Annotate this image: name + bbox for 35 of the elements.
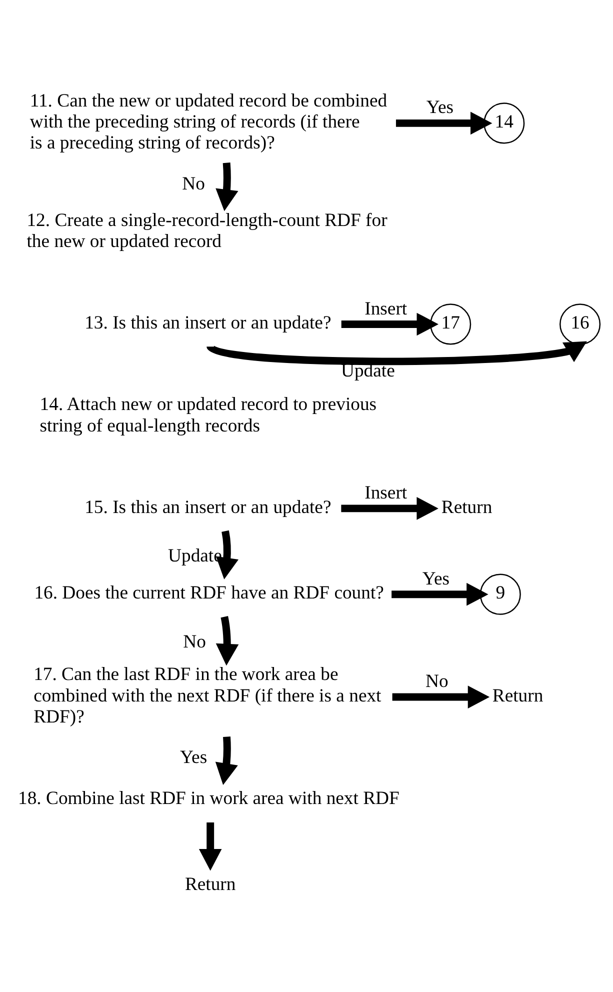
edge-label: Update [340,360,395,382]
edge-label: Yes [180,747,208,768]
arrow [341,497,438,520]
node-text: 18. Combine last RDF in work area with next RDF [18,788,400,810]
node-text: 11. Can the new or updated record be combined with the preceding string of records (if there is a preceding string of records)? [30,90,388,154]
node-text: 17. Can the last RDF in the work area be combined with the next RDF (if there is a next RDF)? [34,664,382,728]
arrow [216,162,238,212]
arrow [341,312,438,336]
edge-label: Insert [364,298,408,320]
node-circle: 17 [430,304,472,345]
node-circle: 9 [480,574,521,615]
arrow [392,582,488,606]
node-text: 16. Does the current RDF have an RDF count? [34,582,384,604]
node-text: Return [441,496,492,518]
node-circle: 16 [560,304,601,345]
arrow [392,686,490,708]
edge-label: Insert [364,482,408,504]
node-circle: 14 [484,102,525,144]
node-text: Return [184,874,236,895]
arrow [208,341,587,366]
edge-label: No [182,174,206,195]
edge-label: No [183,632,206,653]
edge-label: Yes [422,568,450,590]
edge-label: No [425,671,448,692]
arrow [216,616,239,666]
arrow [198,822,222,871]
node-text: Return [492,685,544,706]
edge-label: Update [168,545,222,566]
node-text: 12. Create a single-record-length-count RDF for the new or updated record [26,210,388,252]
node-text: 13. Is this an insert or an update? [84,312,332,334]
edge-label: Yes [426,97,454,118]
node-text: 15. Is this an insert or an update? [84,496,332,518]
arrow [396,112,492,135]
node-text: 14. Attach new or updated record to previous string of equal-length records [40,394,377,436]
arrow [215,736,238,785]
